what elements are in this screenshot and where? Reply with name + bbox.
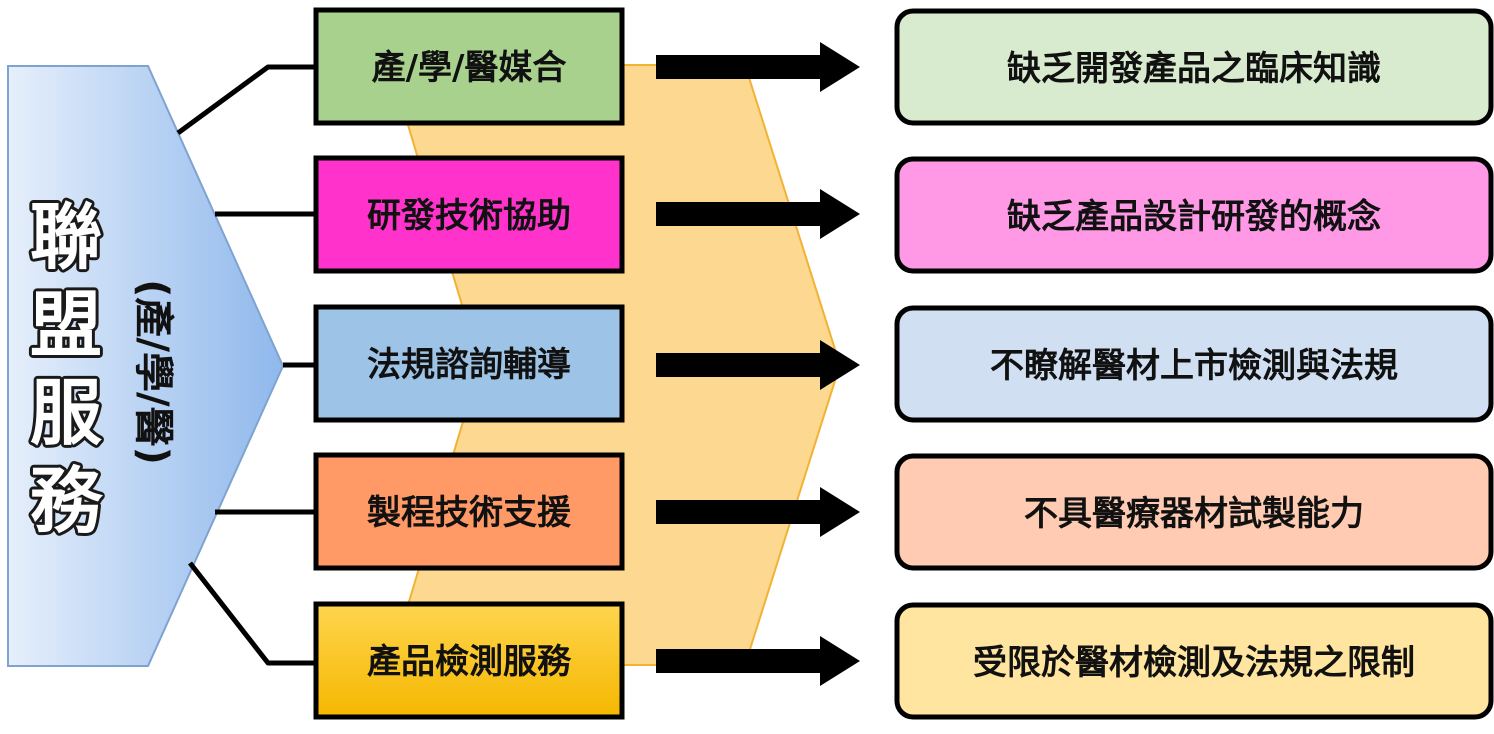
connector-line-1 bbox=[176, 64, 320, 136]
connector-line-5 bbox=[188, 561, 320, 666]
service-boxes: 產/學/醫媒合 研發技術協助 法規諮詢輔導 製程技術支援 產品檢測服務 bbox=[313, 7, 625, 720]
service-box-4-bg bbox=[313, 452, 625, 571]
arrow-2 bbox=[656, 189, 860, 239]
arrow-5 bbox=[656, 636, 860, 686]
service-box-4: 製程技術支援 bbox=[313, 452, 625, 571]
service-label-4: 製程技術支援 bbox=[367, 493, 572, 533]
left-pentagon bbox=[7, 65, 285, 667]
problem-box-3-bg bbox=[894, 305, 1494, 423]
service-box-5: 產品檢測服務 bbox=[313, 601, 625, 720]
problem-box-5: 受限於醫材檢測及法規之限制 bbox=[894, 602, 1494, 720]
problem-box-1-bg bbox=[894, 8, 1494, 126]
service-label-3: 法規諮詢輔導 bbox=[367, 345, 571, 385]
service-label-5: 產品檢測服務 bbox=[367, 642, 572, 682]
problem-box-5-bg bbox=[894, 602, 1494, 720]
arrow-4 bbox=[656, 487, 860, 537]
problem-box-4: 不具醫療器材試製能力 bbox=[894, 453, 1494, 571]
service-box-2: 研發技術協助 bbox=[313, 155, 625, 274]
problem-box-2-bg bbox=[894, 156, 1494, 274]
service-box-3-bg bbox=[313, 304, 625, 423]
problem-box-3: 不瞭解醫材上市檢測與法規 bbox=[894, 305, 1494, 423]
service-label-1: 產/學/醫媒合 bbox=[372, 48, 567, 88]
problem-label-4: 不具醫療器材試製能力 bbox=[1024, 494, 1364, 534]
problem-label-5: 受限於醫材檢測及法規之限制 bbox=[973, 643, 1415, 683]
arrow-3 bbox=[656, 340, 860, 390]
arrows bbox=[656, 42, 860, 686]
problem-label-2: 缺乏產品設計研發的概念 bbox=[1007, 197, 1381, 237]
service-box-1-bg bbox=[313, 7, 625, 126]
connector-lines bbox=[176, 64, 320, 666]
service-box-2-bg bbox=[313, 155, 625, 274]
service-label-2: 研發技術協助 bbox=[367, 196, 571, 236]
service-box-3: 法規諮詢輔導 bbox=[313, 304, 625, 423]
main-title-char-4: 務 bbox=[30, 459, 104, 543]
main-title-char-3: 服 bbox=[30, 371, 102, 455]
problem-box-1: 缺乏開發產品之臨床知識 bbox=[894, 8, 1494, 126]
service-box-1: 產/學/醫媒合 bbox=[313, 7, 625, 126]
arrow-1 bbox=[656, 42, 860, 92]
main-title-char-2: 盟 bbox=[30, 283, 102, 367]
service-box-5-bg bbox=[313, 601, 625, 720]
main-title-char-1: 聯 bbox=[30, 195, 102, 279]
problem-label-3: 不瞭解醫材上市檢測與法規 bbox=[990, 346, 1398, 386]
problem-boxes: 缺乏開發產品之臨床知識 缺乏產品設計研發的概念 不瞭解醫材上市檢測與法規 不具醫… bbox=[894, 8, 1494, 720]
subtitle: (產/學/醫) bbox=[130, 279, 176, 465]
problem-label-1: 缺乏開發產品之臨床知識 bbox=[1007, 49, 1381, 89]
problem-box-4-bg bbox=[894, 453, 1494, 571]
main-title: 聯 盟 服 務 bbox=[27, 192, 107, 546]
subtitle-text: (產/學/醫) bbox=[130, 279, 176, 465]
problem-box-2: 缺乏產品設計研發的概念 bbox=[894, 156, 1494, 274]
